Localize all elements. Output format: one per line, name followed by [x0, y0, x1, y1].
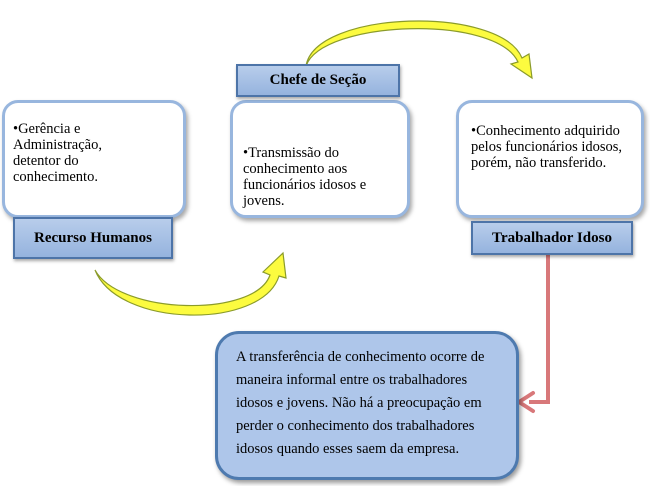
curved-arrow-left — [94, 251, 287, 316]
label-chefe-de-secao: Chefe de Seção — [236, 64, 400, 97]
box-gerencia: •Gerência e Administração, detentor do c… — [2, 100, 186, 218]
box-gerencia-text: •Gerência e Administração, detentor do c… — [13, 121, 102, 185]
box-transmissao: •Transmissão do conhecimento aos funcion… — [230, 100, 410, 218]
box-conhecimento: •Conhecimento adquirido pelos funcionári… — [456, 100, 644, 218]
connector-arrow — [529, 255, 550, 404]
label-trabalhador-idoso: Trabalhador Idoso — [471, 221, 633, 255]
note-callout: A transferência de conhecimento ocorre d… — [215, 331, 519, 480]
box-transmissao-text: •Transmissão do conhecimento aos funcion… — [243, 145, 367, 209]
connector-arrow-head — [517, 391, 535, 413]
label-recurso-humanos: Recurso Humanos — [13, 217, 173, 259]
box-conhecimento-text: •Conhecimento adquirido pelos funcionári… — [471, 123, 623, 171]
curved-arrow-right — [305, 20, 533, 80]
